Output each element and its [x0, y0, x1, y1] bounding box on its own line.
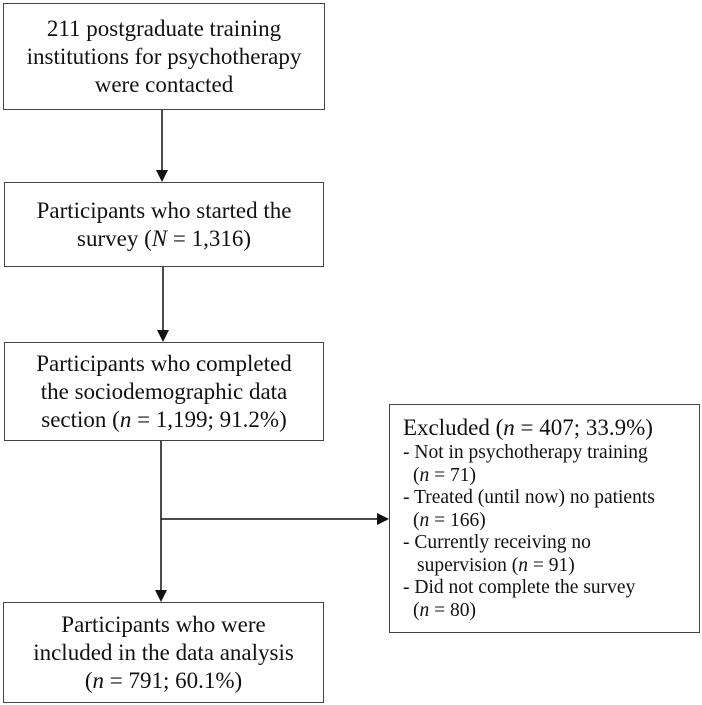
text-fragment: = 791; 60.1%) [103, 667, 243, 693]
stat-symbol: n [92, 667, 104, 693]
excluded-reason-count: (n = 80) [403, 600, 699, 623]
text-fragment: = 71) [429, 464, 476, 486]
box-text-line: the sociodemographic data [40, 378, 288, 404]
box-institutions-contacted: 211 postgraduate training institutions f… [3, 3, 325, 110]
excluded-reason-count: (n = 166) [403, 510, 699, 533]
excluded-reason-label: - Treated (until now) no patients [403, 487, 655, 508]
text-fragment: supervision ( [417, 554, 519, 576]
stat-symbol: n [419, 464, 430, 486]
text-fragment: = 80) [429, 599, 476, 621]
text-fragment: = 407; 33.9%) [514, 415, 653, 440]
excluded-reason-count: supervision (n = 91) [403, 555, 699, 578]
stat-symbol: n [419, 509, 430, 531]
arrow-completed-to-included [155, 440, 167, 602]
arrow-started-to-completed [157, 266, 169, 342]
box-text-line: Participants who completed [36, 350, 292, 376]
text-fragment: ( [413, 599, 420, 621]
box-text-line: section (n = 1,199; 91.2%) [41, 406, 287, 434]
text-fragment: ( [413, 509, 420, 531]
stat-symbol: n [419, 599, 430, 621]
box-text-line: were contacted [94, 71, 234, 97]
box-text-line: included in the data analysis [33, 639, 294, 665]
box-text-line: institutions for psychotherapy [26, 43, 302, 69]
text-fragment: = 91) [528, 554, 575, 576]
stat-symbol: n [119, 406, 132, 432]
text-fragment: = 166) [429, 509, 486, 531]
excluded-reason-label: - Currently receiving no [403, 532, 591, 553]
stat-symbol: n [518, 554, 529, 576]
excluded-reason-label: - Did not complete the survey [403, 577, 636, 598]
excluded-reason-label: - Not in psychotherapy training [403, 442, 648, 463]
text-fragment: = 1,199; 91.2%) [131, 406, 287, 432]
text-fragment: section ( [41, 406, 120, 432]
excluded-heading: Excluded (n = 407; 33.9%) [403, 415, 699, 441]
box-text-line: survey (N = 1,316) [77, 225, 251, 253]
text-fragment: Excluded ( [403, 415, 504, 440]
excluded-reason-count: (n = 71) [403, 465, 699, 488]
text-fragment: = 1,316) [167, 225, 251, 251]
stat-symbol: n [503, 415, 515, 440]
text-fragment: ( [84, 667, 93, 693]
box-text-line: Participants who were [61, 611, 266, 637]
box-participants-completed: Participants who completed the sociodemo… [4, 342, 324, 441]
arrow-contacted-to-started [156, 109, 168, 182]
box-excluded: Excluded (n = 407; 33.9%) - Not in psych… [389, 404, 700, 633]
box-text-line: 211 postgraduate training [46, 15, 282, 41]
text-fragment: ( [413, 464, 420, 486]
box-text-line: (n = 791; 60.1%) [85, 667, 242, 695]
box-text-line: Participants who started the [36, 197, 292, 223]
box-participants-included: Participants who were included in the da… [3, 602, 324, 703]
stat-symbol: N [151, 225, 168, 251]
arrow-to-excluded [161, 513, 389, 525]
text-fragment: survey ( [77, 225, 152, 251]
box-participants-started: Participants who started the survey (N =… [4, 182, 324, 267]
